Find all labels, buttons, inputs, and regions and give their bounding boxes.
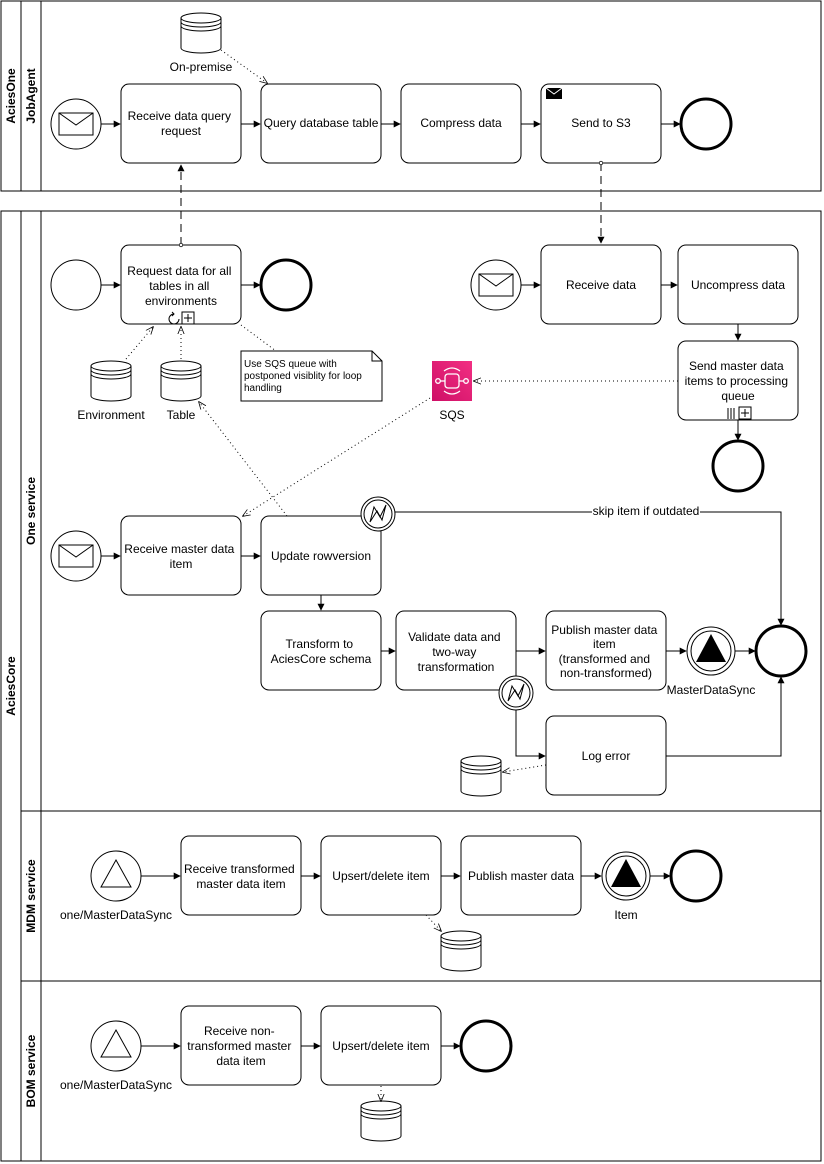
receive-data-start-message-event bbox=[470, 259, 522, 311]
job-agent-start-message-event bbox=[50, 98, 102, 150]
data-association bbox=[243, 397, 431, 516]
task-label: Transform to AciesCore schema bbox=[271, 637, 372, 666]
pool-label-acies-one: AciesOne bbox=[4, 68, 18, 124]
task-publish-master-data-item: Publish master data item (transformed an… bbox=[545, 610, 667, 691]
boundary-error-event-validate bbox=[498, 675, 534, 711]
datastore-environment: Environment bbox=[77, 360, 145, 422]
loop-icon bbox=[168, 313, 180, 325]
task-label: Send to S3 bbox=[571, 116, 631, 130]
task-log-error: Log error bbox=[545, 715, 667, 796]
task-label: Receive transformed master data item bbox=[184, 862, 298, 891]
mdm-start-signal-event: one/MasterDataSync bbox=[60, 850, 172, 922]
signal-label: Item bbox=[614, 908, 637, 922]
bom-start-signal-event: one/MasterDataSync bbox=[60, 1020, 172, 1092]
text-annotation-sqs-note: Use SQS queue with postponed visiblity f… bbox=[240, 350, 383, 402]
datastore-mdm bbox=[440, 930, 482, 972]
task-label: Receive data query request bbox=[128, 109, 235, 138]
task-receive-data-query-request: Receive data query request bbox=[120, 83, 242, 164]
datastore-error-log bbox=[460, 755, 502, 797]
task-label: Request data for all tables in all envir… bbox=[127, 264, 234, 308]
flow-skip-outdated bbox=[395, 511, 785, 626]
flow-error-to-log bbox=[515, 710, 546, 760]
bom-end-event bbox=[459, 1019, 513, 1073]
task-uncompress-data: Uncompress data bbox=[677, 244, 799, 325]
signal-label: one/MasterDataSync bbox=[60, 1078, 172, 1092]
send-master-end-event bbox=[711, 439, 765, 493]
task-label: Receive master data item bbox=[124, 542, 237, 571]
data-association bbox=[199, 402, 288, 517]
task-mdm-upsert-delete: Upsert/delete item bbox=[320, 835, 442, 916]
task-label: Send master data items to processing que… bbox=[685, 359, 792, 403]
task-label: Receive data bbox=[566, 278, 636, 292]
signal-icon bbox=[100, 1028, 132, 1058]
lane-label-job-agent: JobAgent bbox=[24, 68, 38, 123]
signal-icon bbox=[100, 858, 132, 888]
task-bom-upsert-delete: Upsert/delete item bbox=[320, 1005, 442, 1086]
signal-icon bbox=[696, 634, 726, 662]
job-agent-end-event bbox=[679, 97, 733, 151]
task-update-rowversion: Update rowversion bbox=[260, 515, 382, 596]
task-receive-data: Receive data bbox=[540, 244, 662, 325]
task-publish-master-data: Publish master data bbox=[460, 835, 582, 916]
task-label: Uncompress data bbox=[691, 278, 785, 292]
task-label: Publish master data item (transformed an… bbox=[551, 623, 660, 680]
task-label: Update rowversion bbox=[271, 549, 371, 563]
lane-label-one-service: One service bbox=[24, 477, 38, 545]
lane-label-mdm-service: MDM service bbox=[24, 859, 38, 933]
task-label: Receive non- transformed master data ite… bbox=[187, 1024, 294, 1068]
task-query-database-table: Query database table bbox=[260, 83, 382, 164]
task-compress-data: Compress data bbox=[400, 83, 522, 164]
datastore-bom bbox=[360, 1100, 402, 1142]
task-label: Validate data and two-way transformation bbox=[408, 630, 504, 674]
note-text: Use SQS queue with postponed visiblity f… bbox=[244, 359, 365, 394]
skip-label: skip item if outdated bbox=[593, 504, 700, 518]
task-receive-transformed-item: Receive transformed master data item bbox=[180, 835, 302, 916]
data-association bbox=[503, 764, 547, 772]
datastore-on-premise: On-premise bbox=[170, 12, 233, 74]
datastore-label: Table bbox=[167, 408, 196, 422]
boundary-error-event-rowversion bbox=[360, 496, 396, 532]
task-receive-master-data-item: Receive master data item bbox=[120, 515, 242, 596]
one-service-end-event-request bbox=[259, 258, 313, 312]
task-label: Upsert/delete item bbox=[332, 869, 429, 883]
lane-label-bom-service: BOM service bbox=[24, 1034, 38, 1107]
task-send-to-s3: Send to S3 bbox=[540, 83, 662, 164]
error-icon bbox=[369, 504, 387, 523]
receive-master-start-message-event bbox=[50, 530, 102, 582]
data-association bbox=[220, 49, 267, 83]
signal-label: MasterDataSync bbox=[667, 683, 756, 697]
signal-icon bbox=[611, 859, 641, 887]
task-send-master-data-items: Send master data items to processing que… bbox=[677, 340, 799, 421]
task-label: Compress data bbox=[420, 116, 502, 130]
annotation-association bbox=[240, 324, 277, 352]
signal-label: one/MasterDataSync bbox=[60, 908, 172, 922]
intermediate-throw-signal-master-data-sync: MasterDataSync bbox=[667, 626, 756, 697]
task-label: Upsert/delete item bbox=[332, 1039, 429, 1053]
one-service-start-event bbox=[50, 259, 102, 311]
sqs-label: SQS bbox=[439, 408, 464, 422]
pool-label-acies-core: AciesCore bbox=[4, 656, 18, 716]
task-validate-data: Validate data and two-way transformation bbox=[395, 610, 517, 691]
datastore-label: On-premise bbox=[170, 60, 233, 74]
task-receive-non-transformed-item: Receive non- transformed master data ite… bbox=[180, 1005, 302, 1086]
one-service-end-event-master bbox=[754, 624, 808, 678]
data-association bbox=[125, 327, 153, 360]
task-label: Log error bbox=[582, 749, 631, 763]
intermediate-throw-signal-item: Item bbox=[601, 851, 651, 922]
task-label: Query database table bbox=[264, 116, 379, 130]
error-icon bbox=[507, 683, 525, 702]
flow-log-to-end bbox=[666, 676, 785, 757]
datastore-table: Table bbox=[160, 360, 202, 422]
task-transform-schema: Transform to AciesCore schema bbox=[260, 610, 382, 691]
datastore-label: Environment bbox=[77, 408, 145, 422]
task-label: Publish master data bbox=[468, 869, 574, 883]
skip-label-bg bbox=[592, 504, 700, 518]
subprocess-request-data-all-tables: Request data for all tables in all envir… bbox=[120, 244, 242, 325]
mdm-end-event bbox=[669, 849, 723, 903]
sqs-queue: SQS bbox=[432, 361, 472, 422]
